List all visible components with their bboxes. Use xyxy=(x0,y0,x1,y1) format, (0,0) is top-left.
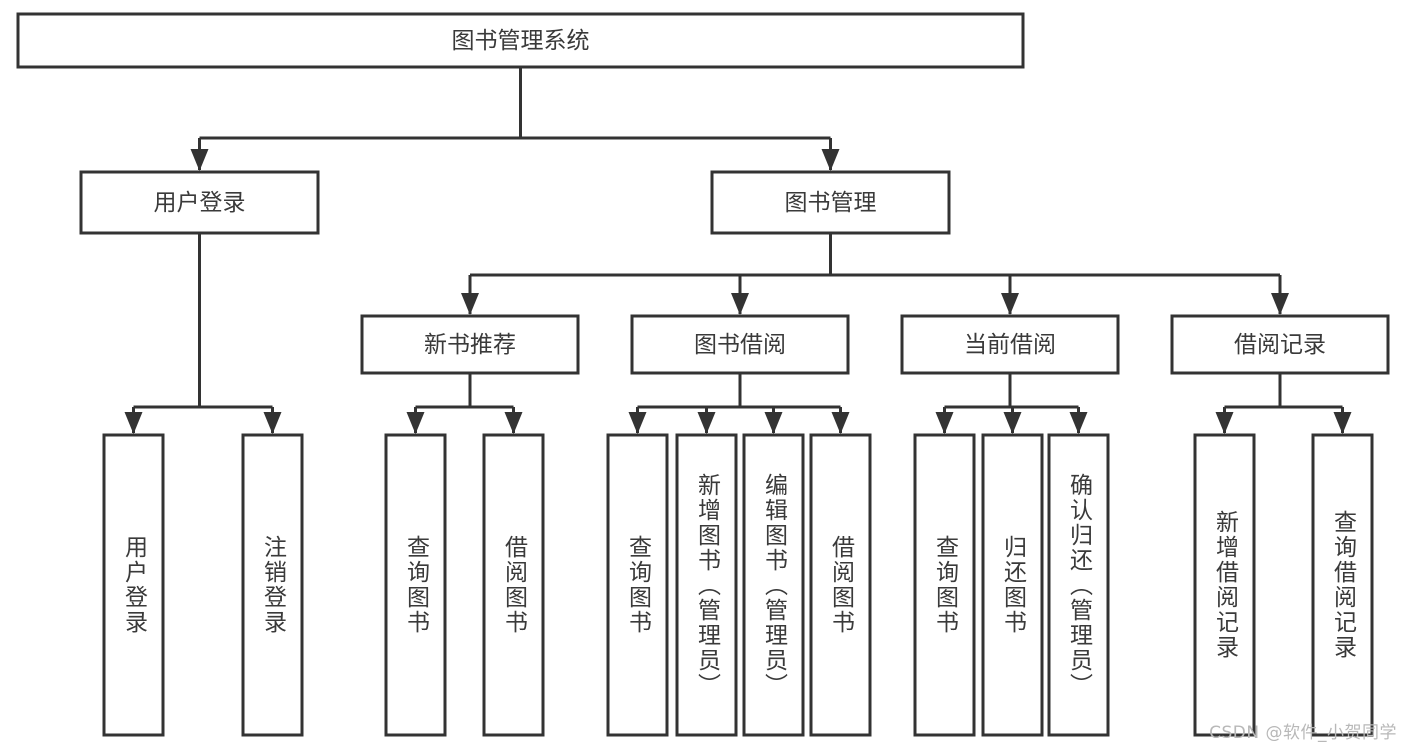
node-root-system-rect[interactable] xyxy=(16,12,1025,69)
node-book-borrow-rect[interactable] xyxy=(630,314,850,375)
node-leaf-borrow-book-2-rect[interactable] xyxy=(809,433,872,737)
node-borrow-record[interactable]: 借阅记录 xyxy=(1170,314,1390,375)
edges-layer xyxy=(124,67,1352,434)
node-new-book-recommend-rect[interactable] xyxy=(360,314,580,375)
node-leaf-add-book-rect[interactable] xyxy=(675,433,738,737)
node-current-borrow-rect[interactable] xyxy=(900,314,1120,375)
node-leaf-confirm-return-rect[interactable] xyxy=(1047,433,1110,737)
watermark: CSDN @软件_小贺同学 xyxy=(1209,723,1397,743)
node-borrow-record-label: 借阅记录 xyxy=(1234,332,1326,358)
node-leaf-query-book-2-rect[interactable] xyxy=(606,433,669,737)
node-leaf-query-book-1-rect[interactable] xyxy=(384,433,447,737)
node-new-book-recommend-label: 新书推荐 xyxy=(424,332,516,358)
node-book-manage-label: 图书管理 xyxy=(785,190,877,216)
node-leaf-add-record-rect[interactable] xyxy=(1193,433,1256,737)
node-leaf-return-book-rect[interactable] xyxy=(981,433,1044,737)
node-book-borrow[interactable]: 图书借阅 xyxy=(630,314,850,375)
node-leaf-query-book-3-rect[interactable] xyxy=(913,433,976,737)
node-user-login[interactable]: 用户登录 xyxy=(79,170,320,235)
node-user-login-rect[interactable] xyxy=(79,170,320,235)
node-leaf-logout-rect[interactable] xyxy=(241,433,304,737)
node-root-system-label: 图书管理系统 xyxy=(452,28,590,54)
node-root-system[interactable]: 图书管理系统 xyxy=(16,12,1025,69)
node-leaf-query-record-rect[interactable] xyxy=(1311,433,1374,737)
node-book-manage[interactable]: 图书管理 xyxy=(710,170,951,235)
node-leaf-borrow-book-1-rect[interactable] xyxy=(482,433,545,737)
node-book-borrow-label: 图书借阅 xyxy=(694,332,786,358)
node-current-borrow[interactable]: 当前借阅 xyxy=(900,314,1120,375)
node-borrow-record-rect[interactable] xyxy=(1170,314,1390,375)
node-leaf-user-login-rect[interactable] xyxy=(102,433,165,737)
node-current-borrow-label: 当前借阅 xyxy=(964,332,1056,358)
node-new-book-recommend[interactable]: 新书推荐 xyxy=(360,314,580,375)
node-book-manage-rect[interactable] xyxy=(710,170,951,235)
node-leaf-edit-book-rect[interactable] xyxy=(742,433,805,737)
node-user-login-label: 用户登录 xyxy=(154,190,246,216)
